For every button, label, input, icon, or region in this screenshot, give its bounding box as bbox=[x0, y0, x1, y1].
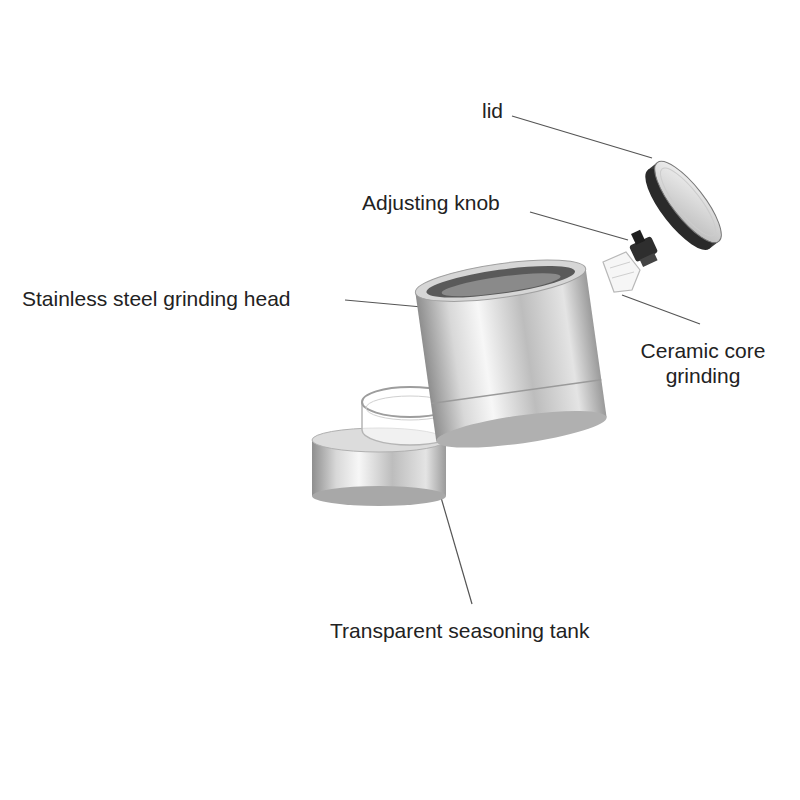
part-label: Ceramic core grinding bbox=[628, 338, 778, 388]
part-label: Stainless steel grinding head bbox=[22, 286, 291, 311]
lid-disc bbox=[635, 153, 731, 259]
ceramic-core bbox=[603, 252, 640, 292]
part-label: Adjusting knob bbox=[362, 190, 500, 215]
part-label: Transparent seasoning tank bbox=[330, 618, 590, 643]
grinding-head bbox=[413, 252, 609, 455]
part-label: lid bbox=[482, 98, 503, 123]
adjusting-knob bbox=[625, 227, 662, 269]
